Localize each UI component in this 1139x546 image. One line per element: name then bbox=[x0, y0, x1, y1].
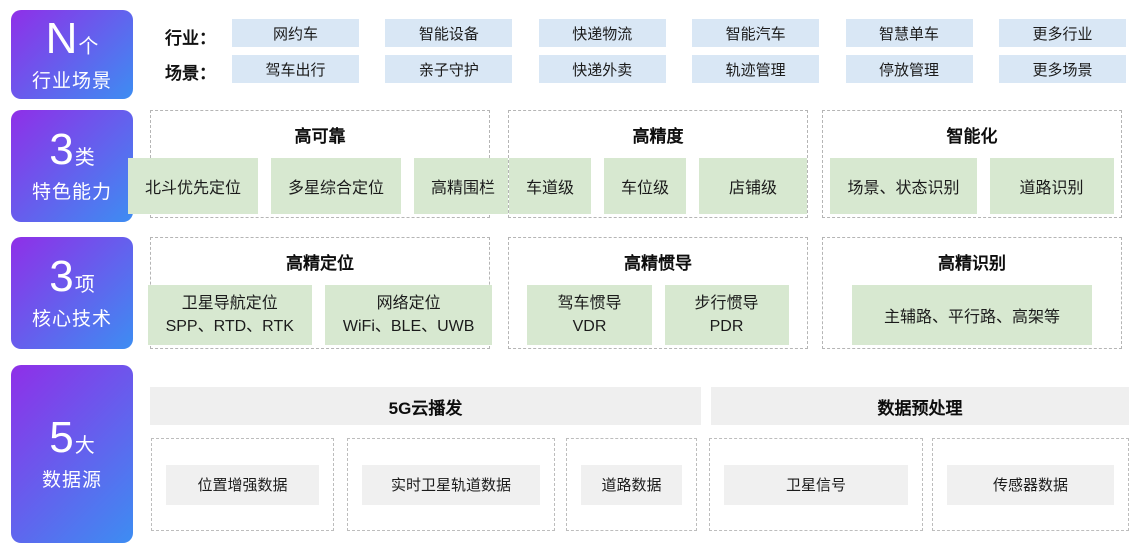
technology-chip-line1: 步行惯导 bbox=[694, 294, 759, 312]
capability-box-high-reliability: 高可靠 北斗优先定位 多星综合定位 高精围栏 bbox=[127, 110, 513, 218]
scene-chip: 亲子守护 bbox=[385, 55, 513, 83]
industry-chip: 快递物流 bbox=[538, 19, 666, 47]
scene-chip: 更多场景 bbox=[998, 55, 1126, 83]
technology-box-recognition: 高精识别 主辅路、平行路、高架等 bbox=[822, 237, 1122, 349]
technology-chip-line1: 网络定位 bbox=[376, 294, 441, 312]
box-items: 驾车惯导 VDR 步行惯导 PDR bbox=[509, 285, 807, 345]
sidebar-block-count: 5大 bbox=[49, 416, 94, 460]
capability-box-intelligence: 智能化 场景、状态识别 道路识别 bbox=[822, 110, 1122, 218]
sidebar-block-label: 数据源 bbox=[41, 470, 102, 491]
technology-chip-line2: SPP、RTD、RTK bbox=[165, 318, 294, 335]
data-source-box: 传感器数据 bbox=[932, 438, 1129, 531]
industry-chip: 更多行业 bbox=[998, 19, 1126, 47]
technology-chip-line2: WiFi、BLE、UWB bbox=[342, 318, 475, 335]
box-title: 高精度 bbox=[632, 127, 684, 146]
technology-chip-line1: 驾车惯导 bbox=[557, 294, 622, 312]
scene-chip: 轨迹管理 bbox=[692, 55, 820, 83]
capability-chip: 北斗优先定位 bbox=[127, 158, 258, 214]
data-source-chip: 位置增强数据 bbox=[166, 464, 319, 505]
data-source-chip: 卫星信号 bbox=[724, 464, 908, 505]
count-value: 5 bbox=[49, 413, 75, 462]
box-title: 智能化 bbox=[946, 127, 998, 146]
sidebar-block-label: 行业场景 bbox=[31, 70, 112, 92]
box-title: 高精识别 bbox=[938, 254, 1006, 273]
box-title: 高精定位 bbox=[286, 254, 354, 273]
capability-chip: 场景、状态识别 bbox=[830, 158, 977, 214]
technology-chip: 步行惯导 PDR bbox=[664, 285, 789, 345]
industry-chip: 智慧单车 bbox=[845, 19, 973, 47]
capability-box-high-precision: 高精度 车道级 车位级 店铺级 bbox=[508, 110, 808, 218]
sidebar-block-technologies: 3项 核心技术 bbox=[11, 237, 133, 349]
data-source-chip: 传感器数据 bbox=[947, 464, 1114, 505]
capability-chip: 道路识别 bbox=[989, 158, 1114, 214]
data-source-chip: 道路数据 bbox=[581, 464, 682, 505]
technology-chip: 主辅路、平行路、高架等 bbox=[852, 285, 1092, 345]
data-source-chip: 实时卫星轨道数据 bbox=[362, 464, 540, 505]
capability-chip: 多星综合定位 bbox=[271, 158, 402, 214]
box-items: 车道级 车位级 店铺级 bbox=[508, 158, 808, 214]
bar-data-preprocessing: 数据预处理 bbox=[711, 387, 1129, 425]
industry-row-label: 行业： bbox=[165, 29, 216, 48]
count-unit: 大 bbox=[74, 435, 95, 457]
industry-chip: 智能设备 bbox=[385, 19, 513, 47]
count-value: N bbox=[45, 13, 79, 63]
sidebar-block-count: 3类 bbox=[49, 128, 94, 172]
technology-box-positioning: 高精定位 卫星导航定位 SPP、RTD、RTK 网络定位 WiFi、BLE、UW… bbox=[147, 237, 493, 349]
industry-chip: 网约车 bbox=[232, 19, 359, 47]
technology-box-inertial-nav: 高精惯导 驾车惯导 VDR 步行惯导 PDR bbox=[508, 237, 808, 349]
count-unit: 类 bbox=[74, 147, 95, 169]
technology-chip-line2: PDR bbox=[709, 318, 744, 335]
technology-chip: 驾车惯导 VDR bbox=[527, 285, 652, 345]
industry-chip: 智能汽车 bbox=[692, 19, 820, 47]
sidebar-block-count: N个 bbox=[45, 13, 99, 63]
box-title: 高可靠 bbox=[294, 127, 346, 146]
box-items: 卫星导航定位 SPP、RTD、RTK 网络定位 WiFi、BLE、UWB bbox=[147, 285, 493, 345]
capability-chip: 店铺级 bbox=[699, 158, 808, 214]
technology-chip-line2: VDR bbox=[572, 318, 607, 335]
data-source-box: 位置增强数据 bbox=[151, 438, 334, 531]
technology-chip: 网络定位 WiFi、BLE、UWB bbox=[324, 285, 493, 345]
scene-chip: 快递外卖 bbox=[538, 55, 666, 83]
capability-chip: 高精围栏 bbox=[414, 158, 513, 214]
box-items: 场景、状态识别 道路识别 bbox=[823, 158, 1121, 214]
bar-5g-cloud-broadcast: 5G云播发 bbox=[150, 387, 701, 425]
sidebar-block-count: 3项 bbox=[49, 255, 94, 299]
count-unit: 项 bbox=[74, 274, 95, 296]
count-value: 3 bbox=[49, 125, 75, 174]
scene-row-label: 场景： bbox=[165, 64, 216, 83]
sidebar-block-industry-scenarios: N个 行业场景 bbox=[11, 10, 133, 99]
sidebar-block-label: 特色能力 bbox=[31, 182, 112, 203]
capability-chip: 车道级 bbox=[508, 158, 591, 214]
box-items: 主辅路、平行路、高架等 bbox=[823, 285, 1121, 345]
data-source-box: 实时卫星轨道数据 bbox=[347, 438, 555, 531]
technology-chip-line1: 卫星导航定位 bbox=[181, 294, 278, 312]
box-items: 北斗优先定位 多星综合定位 高精围栏 bbox=[127, 158, 513, 214]
industry-chip-row: 网约车 智能设备 快递物流 智能汽车 智慧单车 更多行业 bbox=[232, 19, 1126, 47]
count-value: 3 bbox=[49, 252, 75, 301]
data-source-box: 卫星信号 bbox=[709, 438, 923, 531]
scene-chip: 停放管理 bbox=[845, 55, 973, 83]
sidebar-block-data-sources: 5大 数据源 bbox=[11, 365, 133, 543]
capability-chip: 车位级 bbox=[604, 158, 687, 214]
count-unit: 个 bbox=[78, 35, 99, 58]
sidebar-block-label: 核心技术 bbox=[31, 309, 112, 330]
box-title: 高精惯导 bbox=[624, 254, 692, 273]
scene-chip-row: 驾车出行 亲子守护 快递外卖 轨迹管理 停放管理 更多场景 bbox=[232, 55, 1126, 83]
technology-chip: 卫星导航定位 SPP、RTD、RTK bbox=[147, 285, 312, 345]
data-source-box: 道路数据 bbox=[566, 438, 697, 531]
scene-chip: 驾车出行 bbox=[232, 55, 359, 83]
sidebar-block-capabilities: 3类 特色能力 bbox=[11, 110, 133, 222]
